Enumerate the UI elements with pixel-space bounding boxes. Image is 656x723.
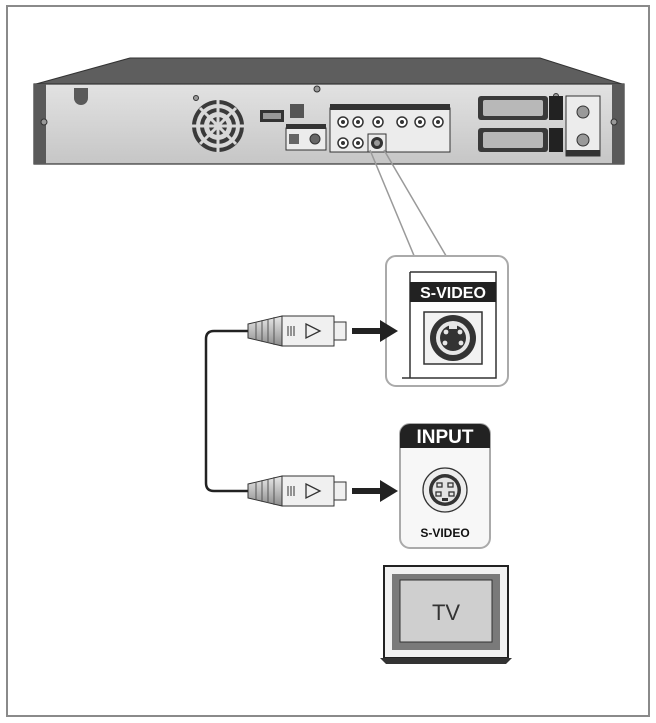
zoom-guide-lines	[369, 149, 453, 271]
tv-icon: TV	[380, 565, 512, 664]
screw-icon	[313, 85, 321, 93]
input-header-bar	[400, 424, 490, 448]
screw-icon	[40, 118, 48, 126]
direction-arrow-top	[352, 320, 398, 342]
antenna-block	[565, 95, 601, 157]
screw-icon	[193, 95, 199, 101]
recorder-top-lid	[35, 57, 623, 85]
hdmi-port-icon	[260, 110, 284, 122]
av-jack-block	[329, 104, 451, 153]
scart-connector-av1	[478, 96, 563, 120]
tv-input-panel: INPUT S-VIDEO	[399, 423, 491, 549]
tv-svideo-jack-icon	[422, 467, 468, 513]
recorder-left-edge	[34, 84, 46, 164]
plug-arrow-icon	[305, 482, 322, 500]
recorder-right-edge	[612, 84, 624, 164]
direction-arrow-bottom	[352, 480, 398, 502]
recorder-foot	[74, 88, 88, 105]
power-symbol-icon	[290, 104, 304, 118]
svideo-plug-bottom	[247, 475, 347, 507]
scart-connector-av2	[478, 128, 563, 152]
svideo-label-bar	[410, 282, 496, 302]
recorder-rear-panel	[33, 57, 625, 165]
input-header-label: INPUT	[417, 427, 474, 448]
svideo-zoom-label: S-VIDEO	[420, 285, 486, 302]
plug-arrow-icon	[305, 322, 322, 340]
audio-digital-block	[285, 124, 327, 151]
tv-svideo-label: S-VIDEO	[420, 526, 469, 540]
fan-icon	[192, 100, 244, 152]
svideo-jack-zoom: S-VIDEO	[385, 255, 509, 387]
tv-screen-label: TV	[432, 600, 460, 625]
svideo-cable	[204, 315, 398, 507]
screw-icon	[610, 118, 618, 126]
svideo-jack-icon	[423, 311, 483, 365]
svideo-plug-top	[247, 315, 347, 347]
